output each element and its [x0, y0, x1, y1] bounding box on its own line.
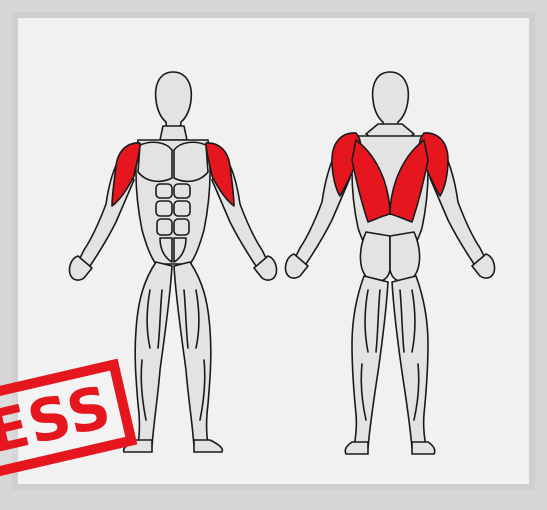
- front-chest: [138, 142, 172, 181]
- back-left-foot: [345, 442, 368, 454]
- front-left-leg: [135, 262, 172, 446]
- front-chest: [174, 142, 208, 181]
- back-head: [373, 72, 409, 132]
- back-right-foot: [412, 442, 435, 454]
- front-right-leg: [174, 262, 211, 446]
- back-glutes: [390, 232, 420, 282]
- front-neck: [160, 126, 187, 140]
- front-right-foot: [194, 440, 222, 452]
- back-body-figure: [285, 72, 494, 454]
- front-head: [156, 72, 192, 132]
- back-right-leg: [392, 276, 428, 448]
- back-glutes: [360, 232, 390, 282]
- stamp-text: ESS: [0, 372, 118, 466]
- back-left-leg: [352, 276, 388, 448]
